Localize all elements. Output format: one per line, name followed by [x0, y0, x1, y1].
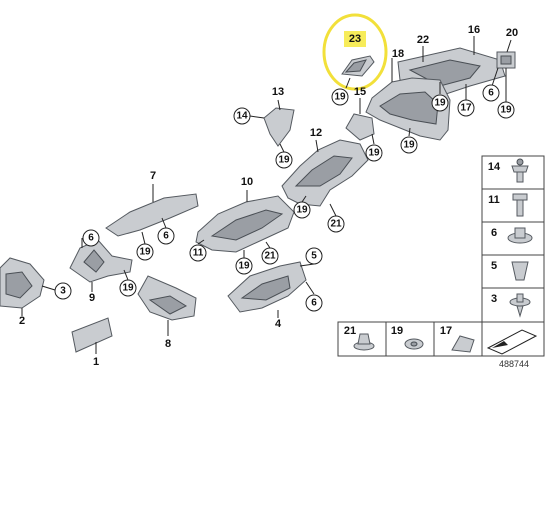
svg-text:3: 3: [491, 293, 497, 305]
svg-text:19: 19: [122, 283, 134, 294]
svg-text:19: 19: [139, 247, 151, 258]
svg-text:19: 19: [238, 261, 250, 272]
svg-text:19: 19: [278, 155, 290, 166]
svg-text:17: 17: [460, 103, 472, 114]
legend-item-5[interactable]: 5: [491, 260, 529, 281]
part-22-label: 22: [417, 34, 429, 46]
svg-text:19: 19: [296, 205, 308, 216]
svg-text:11: 11: [488, 194, 500, 206]
callout-6-c[interactable]: 6: [81, 229, 100, 248]
callout-19-i[interactable]: 19: [136, 231, 154, 261]
svg-text:6: 6: [163, 231, 169, 242]
svg-text:6: 6: [311, 298, 317, 309]
legend-item-3[interactable]: 3: [491, 293, 531, 318]
callout-6-b[interactable]: 6: [305, 281, 323, 312]
part-2-shield[interactable]: [0, 257, 45, 309]
callout-21-b[interactable]: 21: [261, 241, 279, 265]
svg-text:19: 19: [434, 98, 446, 109]
part-23-bracket[interactable]: [341, 55, 375, 77]
callout-19-h[interactable]: 19: [235, 250, 253, 275]
highlight-ring: [322, 13, 388, 91]
callout-14[interactable]: 14: [233, 107, 265, 125]
part-16-label: 16: [468, 24, 480, 36]
svg-text:21: 21: [264, 251, 276, 262]
callout-6-d[interactable]: 6: [157, 217, 175, 245]
part-8-label: 8: [165, 338, 171, 350]
wedge-icon: [486, 329, 538, 355]
callout-19-d[interactable]: 19: [365, 133, 383, 162]
diagram-number: 488744: [499, 359, 529, 369]
svg-text:6: 6: [491, 227, 497, 239]
part-10-label: 10: [241, 176, 253, 188]
callout-21-a[interactable]: 21: [327, 203, 345, 233]
svg-text:21: 21: [344, 325, 356, 337]
svg-text:14: 14: [236, 111, 248, 122]
part-1-plate[interactable]: [71, 317, 113, 353]
part-18-label: 18: [392, 48, 404, 60]
legend-item-21[interactable]: 21: [344, 325, 375, 351]
part-20-label: 20: [506, 27, 518, 39]
svg-text:11: 11: [193, 248, 204, 259]
callout-19-a[interactable]: 19: [331, 77, 351, 106]
callout-19-e[interactable]: 19: [400, 127, 418, 154]
callout-6-a[interactable]: 6: [482, 67, 500, 102]
highlight-badge: [344, 31, 366, 47]
svg-text:19: 19: [403, 140, 415, 151]
svg-text:5: 5: [491, 260, 497, 272]
legend-item-11[interactable]: 11: [488, 193, 528, 217]
part-15-bracket[interactable]: [345, 113, 375, 141]
callout-19-b[interactable]: 19: [431, 82, 449, 112]
part-15-label: 15: [354, 86, 366, 98]
part-12-shield[interactable]: [281, 139, 369, 207]
svg-text:19: 19: [500, 105, 512, 116]
svg-text:19: 19: [334, 92, 346, 103]
callout-19-f[interactable]: 19: [275, 143, 293, 169]
part-2-label: 2: [19, 315, 25, 327]
legend-item-6[interactable]: 6: [491, 227, 533, 244]
svg-text:17: 17: [440, 325, 452, 337]
part-23-label: 23: [349, 33, 361, 45]
part-10-shield[interactable]: [195, 195, 295, 253]
svg-text:6: 6: [488, 88, 494, 99]
svg-text:21: 21: [330, 219, 342, 230]
svg-text:14: 14: [488, 161, 501, 173]
part-8-shield[interactable]: [137, 275, 197, 321]
callout-17[interactable]: 17: [457, 84, 475, 117]
callout-19-g[interactable]: 19: [293, 195, 311, 219]
callout-19-c[interactable]: 19: [497, 68, 515, 119]
part-9-bracket[interactable]: [69, 239, 133, 283]
part-13-bracket[interactable]: [263, 107, 295, 147]
legend-item-14[interactable]: 14: [488, 158, 529, 183]
svg-text:5: 5: [311, 251, 317, 262]
svg-text:3: 3: [60, 286, 66, 297]
part-1-label: 1: [93, 356, 99, 368]
svg-text:6: 6: [88, 233, 94, 244]
part-20-plate[interactable]: [496, 51, 516, 69]
part-12-label: 12: [310, 127, 322, 139]
callout-11[interactable]: 11: [189, 239, 207, 262]
part-4-shield[interactable]: [227, 261, 307, 313]
part-7-shield[interactable]: [105, 193, 199, 237]
legend-item-19[interactable]: 19: [391, 325, 424, 350]
part-7-label: 7: [150, 170, 156, 182]
part-4-label: 4: [275, 318, 282, 330]
part-18-tunnel-shield[interactable]: [365, 77, 451, 141]
legend-item-17[interactable]: 17: [440, 325, 475, 353]
callout-19-j[interactable]: 19: [119, 269, 137, 297]
part-9-label: 9: [89, 292, 95, 304]
part-13-label: 13: [272, 86, 284, 98]
callout-3[interactable]: 3: [41, 282, 72, 300]
svg-text:19: 19: [391, 325, 403, 337]
svg-text:19: 19: [368, 148, 380, 159]
callout-5[interactable]: 5: [299, 247, 323, 267]
